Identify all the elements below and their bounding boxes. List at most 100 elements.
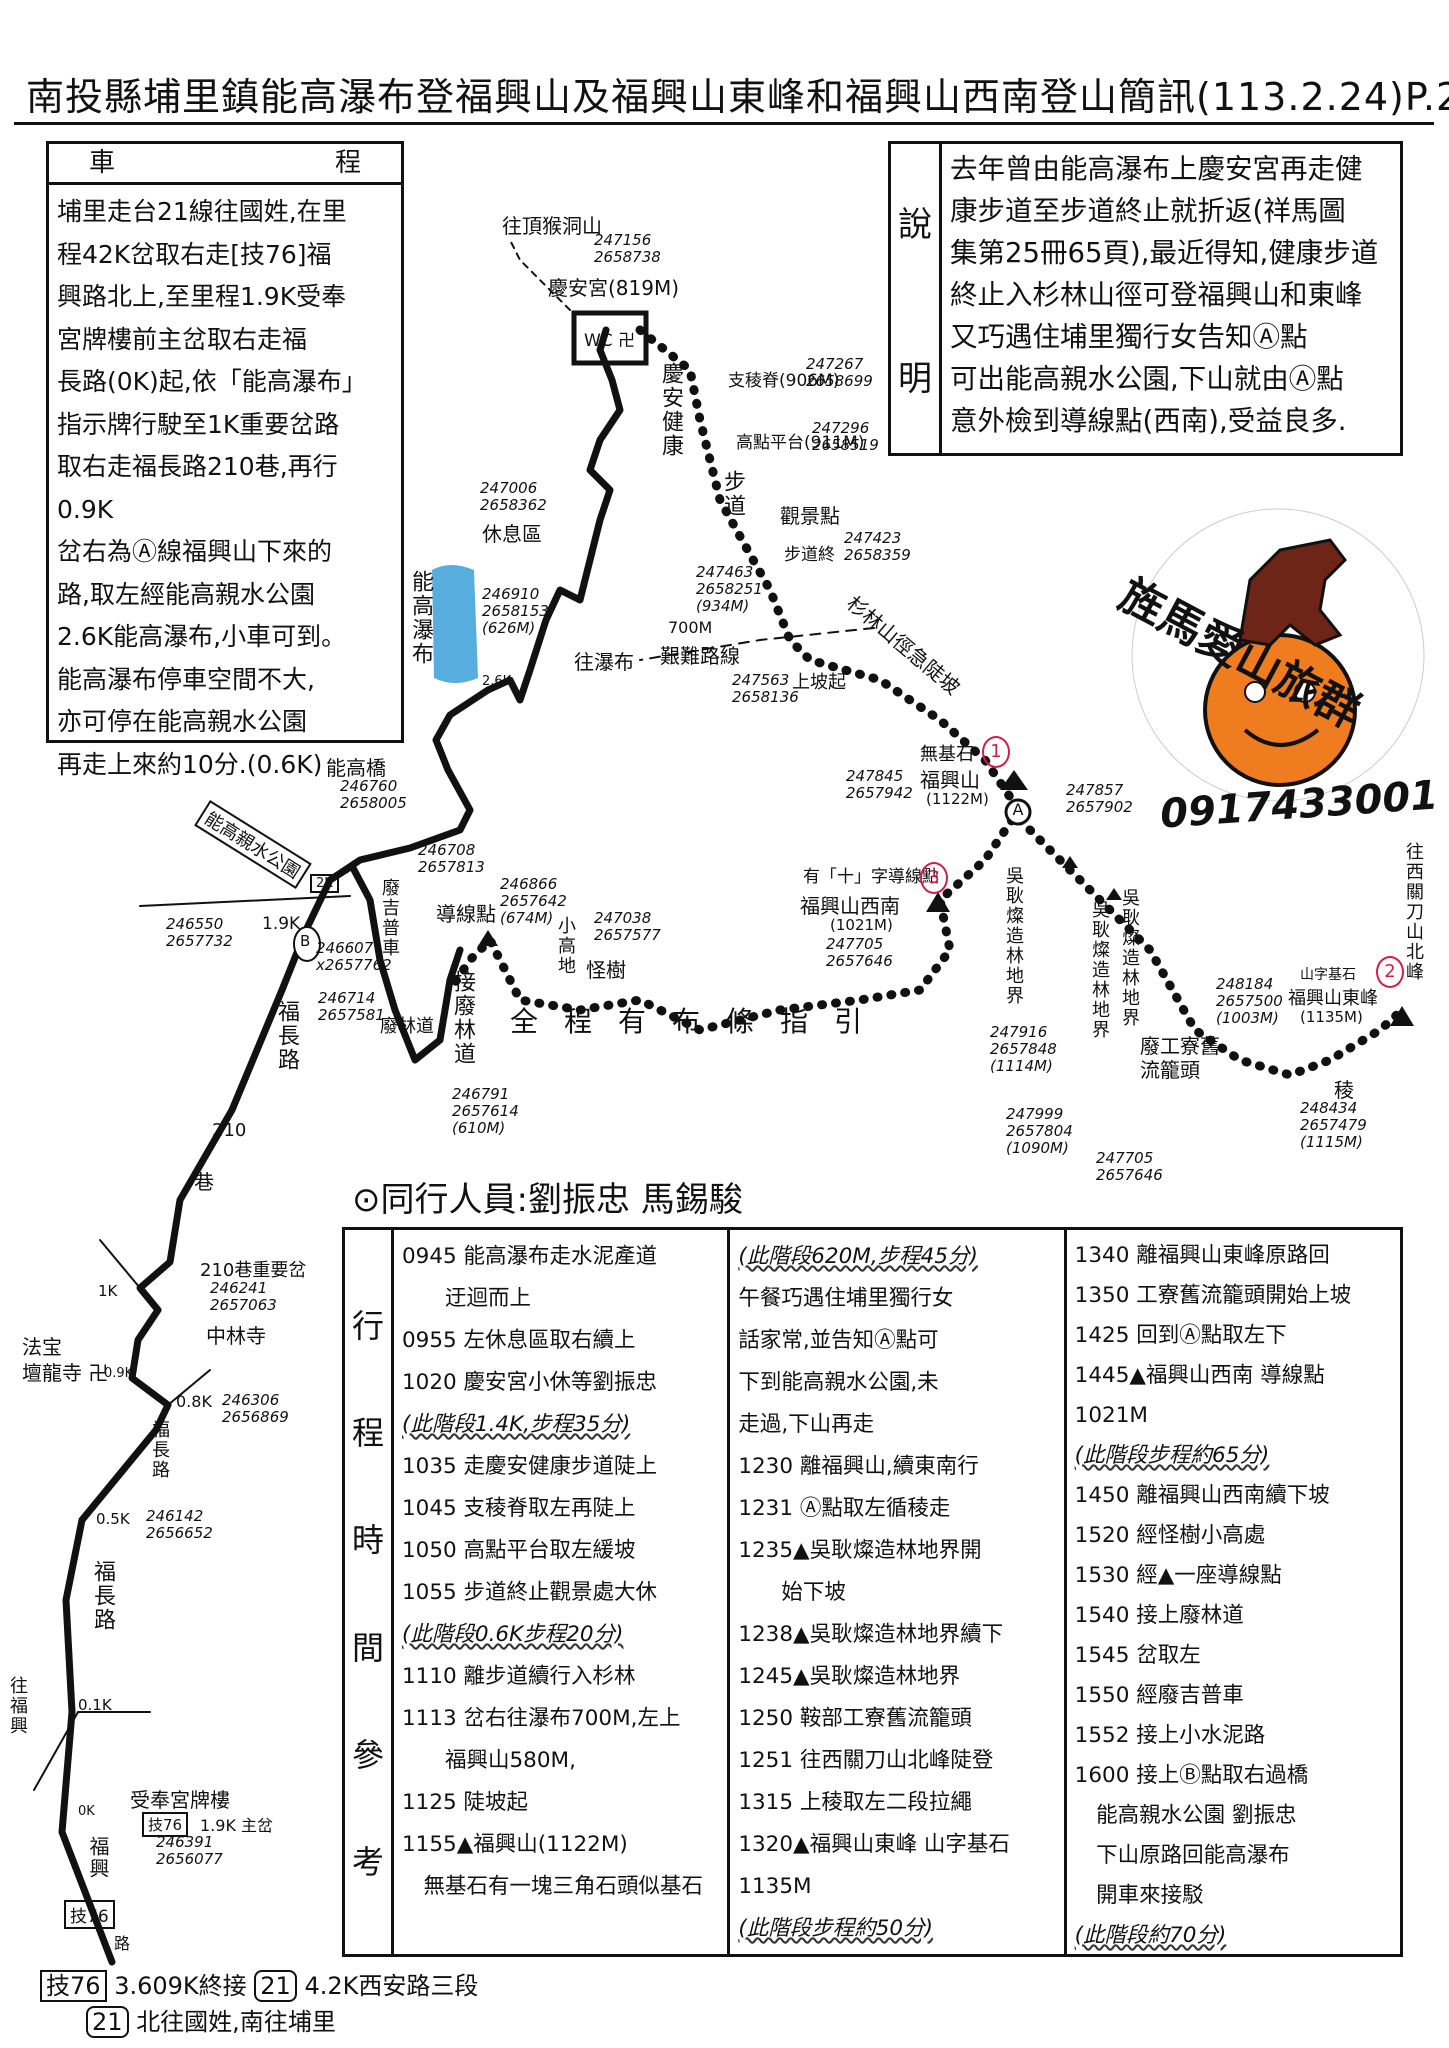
- drive-line: 程42K岔取右走[技76]福: [57, 239, 332, 269]
- schedule-label-char: 時: [351, 1521, 384, 1560]
- schedule-subtotal: (此階段1.4K,步程35分): [402, 1412, 631, 1437]
- schedule-row: 1110 離步道續行入杉林: [402, 1664, 636, 1689]
- summit-sw-icon: [926, 892, 950, 912]
- coord: 247705 2657646: [1096, 1149, 1163, 1184]
- schedule-subtotal: (此階段步程約65分): [1074, 1443, 1270, 1468]
- schedule-row: 1251 往西關刀山北峰陡登: [738, 1748, 994, 1773]
- schedule-subtotal: (此階段步程約50分): [738, 1916, 933, 1941]
- drive-line: 路,取左經能高親水公園: [57, 579, 315, 609]
- drive-line: 宮牌樓前主岔取右走福: [57, 324, 308, 354]
- label-trail-name-b: 步道: [720, 470, 745, 518]
- label-sw-note: 有「十」字導線點: [803, 867, 939, 887]
- road-fuchang: [58, 862, 356, 1966]
- coord: 247423 2658359: [844, 529, 911, 564]
- schedule-row: 1315 上稜取左二段拉繩: [738, 1790, 972, 1815]
- title-underline: [14, 122, 1434, 125]
- drive-header-right: 程: [334, 148, 361, 178]
- label-zhonglin-temple: 中林寺: [206, 1324, 266, 1348]
- label-2k: 2K: [310, 874, 339, 893]
- label-wc-temple: WC 卍: [584, 331, 636, 351]
- schedule-row: 午餐巧遇住埔里獨行女: [738, 1286, 954, 1311]
- schedule-row: 1231 Ⓐ點取左循稜走: [738, 1496, 951, 1521]
- notes-line: 去年曾由能高瀑布上慶安宮再走健: [950, 153, 1363, 185]
- label-viewpoint: 觀景點: [780, 504, 840, 528]
- coord: 246142 2656652: [146, 1507, 213, 1542]
- hard-route: [639, 627, 875, 661]
- label-forest-road: 廢林道: [380, 1016, 434, 1037]
- schedule-row: 1545 岔取左: [1074, 1643, 1201, 1668]
- schedule-row: 迂迴而上: [402, 1286, 532, 1311]
- label-sw-alt: (1021M): [830, 916, 893, 934]
- bottom-note-2: 21 北往國姓,南往埔里: [86, 2002, 336, 2038]
- label-odd-tree: 怪樹: [586, 958, 626, 982]
- label-boundary-1: 吳耿燦造林地界: [1003, 866, 1024, 1006]
- drive-line: 亦可停在能高親水公園: [57, 707, 308, 736]
- point-b-label: B: [300, 932, 311, 950]
- notes-line: 又巧遇住埔里獨行女告知Ⓐ點: [950, 321, 1308, 353]
- label-fuchang-road-2: 福長路: [149, 1420, 170, 1480]
- schedule-row: 1530 經▲一座導線點: [1074, 1563, 1282, 1588]
- label-to-guandao: 往西關刀山北峰: [1403, 842, 1424, 982]
- schedule-row: 1445▲福興山西南 導線點 1021M: [1074, 1363, 1325, 1428]
- label-temple: 法宝 壇龍寺 卍: [22, 1335, 109, 1385]
- label-waterfall: 能高瀑布: [408, 570, 433, 666]
- schedule-row: 1125 陡坡起: [402, 1790, 529, 1815]
- schedule-row: 話家常,並告知Ⓐ點可: [738, 1328, 939, 1353]
- label-arch: 受奉宮牌樓: [130, 1788, 230, 1812]
- label-traverse-point: 導線點: [436, 902, 496, 926]
- schedule-row: 1540 接上廢林道: [1074, 1603, 1244, 1628]
- schedule-label-char: 參: [351, 1735, 384, 1774]
- schedule-row: 下山原路回能高瀑布: [1074, 1843, 1290, 1868]
- label-0.1k: 0.1K: [78, 1696, 112, 1714]
- schedule-label-char: 行: [351, 1306, 384, 1345]
- label-ridge: 支稜脊(906M): [728, 371, 840, 391]
- traverse-point-icon: [478, 930, 498, 946]
- schedule-row: 1050 高點平台取左緩坡: [402, 1538, 636, 1563]
- dotted-trail-main: [635, 325, 1017, 805]
- schedule-row: 始下坡: [738, 1580, 846, 1605]
- label-boundary-3: 吳耿燦造林地界: [1119, 888, 1140, 1028]
- label-lane: 巷: [194, 1170, 214, 1194]
- point-a-label: A: [1012, 800, 1024, 819]
- schedule-row: 1238▲吳耿燦造林地界續下: [738, 1622, 1004, 1647]
- label-high-platform: 高點平台(911M): [736, 433, 865, 453]
- notes-line: 康步道至步道終止就折返(祥馬圖: [950, 195, 1346, 227]
- schedule-row: 能高親水公園 劉振忠: [1074, 1803, 1297, 1828]
- drive-text: 埔里走台21線往國姓,在里 程42K岔取右走[技76]福 興路北上,至里程1.9…: [49, 185, 401, 792]
- schedule-row: 1045 支稜脊取左再陡上: [402, 1496, 636, 1521]
- schedule-row: 1230 離福興山,續東南行: [738, 1454, 979, 1479]
- schedule-row: 1250 鞍部工寮舊流籠頭: [738, 1706, 972, 1731]
- coord: 247463 2658251 (934M): [696, 563, 763, 615]
- label-0k: 0K: [78, 1804, 95, 1819]
- schedule-column-1: 0945 能高瀑布走水泥產道 迂迴而上 0955 左休息區取右續上 1020 慶安宮…: [394, 1230, 731, 1954]
- label-fuxing-road: 福興: [86, 1836, 110, 1880]
- label-road-char: 路: [114, 1934, 131, 1953]
- label-road-route: 技76: [64, 1900, 115, 1929]
- schedule-row: 1020 慶安宮小休等劉振忠: [402, 1370, 658, 1395]
- driving-directions-box: 車 程 埔里走台21線往國姓,在里 程42K岔取右走[技76]福 興路北上,至里…: [46, 141, 404, 779]
- label-east-alt: (1135M): [1300, 1008, 1363, 1026]
- schedule-row: 1235▲吳耿燦造林地界開: [738, 1538, 982, 1563]
- label-qingan-temple: 慶安宮(819M): [548, 276, 680, 300]
- point-a-circle: [1004, 798, 1032, 826]
- schedule-row: 無基石有一塊三角石頭似基石: [402, 1874, 704, 1899]
- schedule-row: 1155▲福興山(1122M): [402, 1832, 628, 1857]
- waterfall-icon: [432, 565, 478, 683]
- drive-line: 取右走福長路210巷,再行0.9K: [57, 452, 338, 524]
- drive-line: 埔里走台21線往國姓,在里: [57, 197, 347, 226]
- bottom-note-text: 3.609K終接: [114, 1972, 247, 2000]
- schedule-row: 0945 能高瀑布走水泥產道: [402, 1244, 658, 1269]
- label-boundary-2: 吳耿燦造林地界: [1089, 900, 1110, 1040]
- schedule-label-char: 間: [351, 1628, 384, 1667]
- schedule-subtotal: (此階段0.6K步程20分): [402, 1622, 624, 1647]
- forest-road: [348, 862, 464, 1064]
- drive-line: 興路北上,至里程1.9K受奉: [57, 282, 347, 311]
- route-box: 技76: [40, 1970, 107, 2002]
- schedule-row: 0955 左休息區取右續上: [402, 1328, 636, 1353]
- to-houdong-trail: [509, 239, 571, 311]
- side-road-0.1k: [33, 1711, 151, 1791]
- bottom-note-text: 北往國姓,南往埔里: [136, 2008, 336, 2036]
- temple-building-icon: [571, 310, 649, 366]
- road-to-park: [326, 686, 492, 884]
- marker-3: 3: [920, 862, 948, 894]
